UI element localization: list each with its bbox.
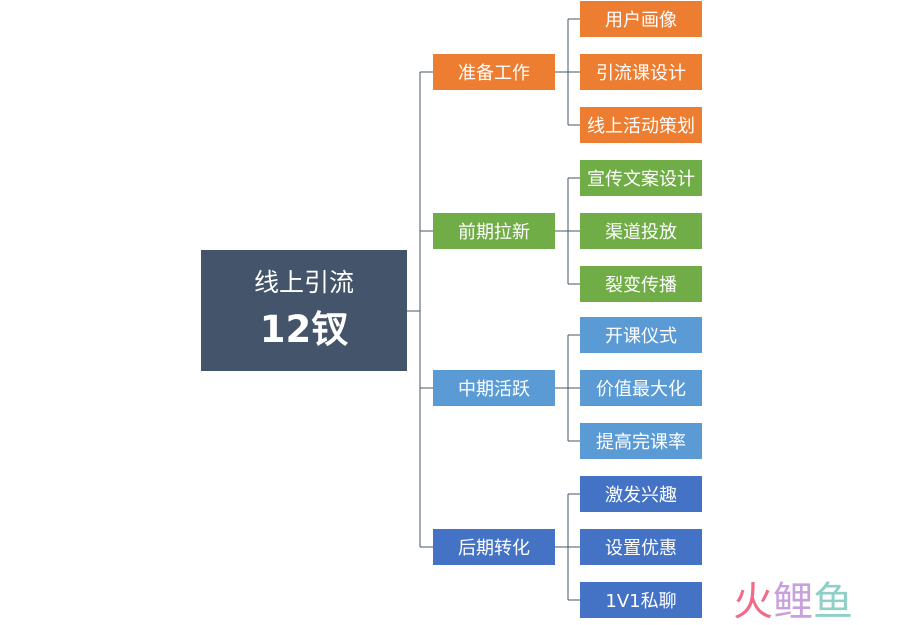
branch-node: 准备工作 — [433, 54, 555, 90]
leaf-node: 激发兴趣 — [580, 476, 702, 512]
watermark-logo: 火鲤鱼 — [733, 579, 853, 625]
leaf-node: 提高完课率 — [580, 423, 702, 459]
branch-node: 前期拉新 — [433, 213, 555, 249]
leaf-node: 裂变传播 — [580, 266, 702, 302]
leaf-node: 线上活动策划 — [580, 107, 702, 143]
leaf-node: 引流课设计 — [580, 54, 702, 90]
leaf-node: 渠道投放 — [580, 213, 702, 249]
leaf-node: 1V1私聊 — [580, 582, 702, 618]
root-subtitle: 12钗 — [259, 307, 349, 351]
leaf-node: 开课仪式 — [580, 317, 702, 353]
leaf-node: 用户画像 — [580, 1, 702, 37]
root-title: 线上引流 — [253, 267, 354, 297]
root-node: 线上引流 12钗 — [201, 250, 407, 371]
branch-node: 后期转化 — [433, 529, 555, 565]
svg-text:火鲤鱼: 火鲤鱼 — [733, 579, 853, 625]
leaf-node: 宣传文案设计 — [580, 160, 702, 196]
branch-node: 中期活跃 — [433, 370, 555, 406]
leaf-node: 价值最大化 — [580, 370, 702, 406]
leaf-node: 设置优惠 — [580, 529, 702, 565]
